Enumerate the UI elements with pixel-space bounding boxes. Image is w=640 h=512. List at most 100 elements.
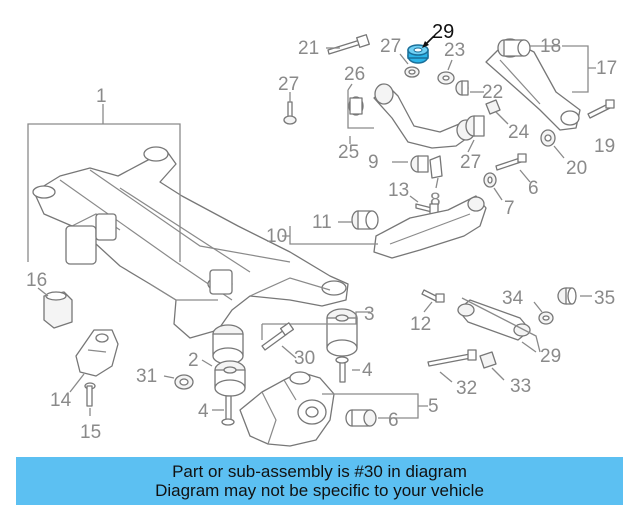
callout-23: 22: [482, 82, 503, 103]
callout-7: 6: [528, 178, 539, 199]
callout-arrow-30: [422, 41, 429, 48]
callout-10: 9: [368, 152, 379, 173]
nut-24-drawing: [437, 71, 455, 85]
callout-bracket-8: [493, 187, 503, 201]
callout-12: 11: [312, 212, 332, 233]
bushing-37-drawing: [557, 287, 577, 305]
callout-bracket-35: [491, 367, 505, 381]
bolt-4-lower-drawing: [221, 395, 235, 426]
washer-8-drawing: [483, 172, 497, 188]
callout-37: 35: [594, 288, 615, 309]
callout-26: 25: [338, 142, 359, 163]
callout-27-upper: 26: [344, 64, 365, 85]
callout-4-lower: 4: [198, 401, 209, 422]
callout-bracket-29: [399, 53, 409, 65]
callout-bracket-17: [37, 287, 49, 297]
bushing-17-drawing: [43, 291, 73, 329]
callout-9: 8: [430, 190, 441, 211]
callout-2: 2: [188, 350, 199, 371]
bolt-32-drawing: [261, 322, 295, 351]
callout-28: 27: [278, 74, 299, 95]
washer-29-drawing: [404, 66, 420, 78]
bolt-28-drawing: [283, 101, 297, 125]
callout-bracket-11: [282, 226, 378, 245]
bolt-7-drawing: [495, 153, 527, 171]
bolt-20-drawing: [587, 99, 615, 119]
callout-bracket-25: [495, 111, 509, 125]
callout-bracket-24: [447, 59, 453, 71]
callout-25: 24: [508, 122, 530, 143]
callout-8: 7: [504, 198, 515, 219]
callout-4-upper: 4: [362, 360, 373, 381]
callout-6: 6: [388, 410, 399, 431]
callout-30: 29: [432, 21, 454, 43]
bushing-10-drawing: [410, 155, 429, 173]
callout-17: 16: [26, 270, 47, 291]
callout-bracket-13: [423, 301, 433, 313]
bolt-13-drawing: [421, 289, 445, 303]
info-banner: Part or sub-assembly is #30 in diagram D…: [16, 457, 623, 505]
bushing-27-lower-drawing: [465, 115, 485, 137]
bushing-2-drawing: [212, 324, 246, 397]
bolt-4-upper-drawing: [335, 356, 349, 383]
banner-line-1: Part or sub-assembly is #30 in diagram: [172, 462, 467, 481]
callout-bracket-27b: [467, 139, 475, 153]
callout-22: 21: [298, 38, 319, 59]
callout-20: 19: [594, 136, 615, 157]
nut-35-drawing: [479, 351, 497, 369]
callout-11: 10: [266, 226, 287, 247]
banner-line-2: Diagram may not be specific to your vehi…: [155, 481, 484, 500]
callout-34: 32: [456, 378, 477, 399]
clip-25-drawing: [485, 99, 501, 115]
callout-bracket-5: [322, 393, 428, 419]
washer-36-drawing: [538, 311, 554, 325]
callout-33: 31: [136, 366, 157, 387]
bushing-27-upper-drawing: [348, 96, 364, 116]
callout-27-lower: 27: [460, 152, 481, 173]
bushing-23-drawing: [455, 80, 469, 96]
callout-bracket-32: [281, 345, 297, 359]
callout-1: 1: [96, 86, 107, 107]
callout-31: 29: [540, 346, 561, 367]
mount-15-drawing: [75, 329, 119, 377]
callout-bracket-1: [27, 104, 181, 262]
callout-bracket-2: [201, 359, 213, 367]
callout-bracket-27a: [347, 83, 374, 129]
callout-18: 17: [596, 58, 617, 79]
bushing-19-drawing: [497, 39, 531, 57]
arm-26-drawing: [373, 83, 476, 149]
callout-bracket-9: [435, 177, 439, 189]
callout-15: 14: [50, 390, 72, 411]
bolt-34-drawing: [427, 349, 477, 367]
bushing-3-drawing: [326, 308, 358, 357]
bushing-12-drawing: [351, 210, 379, 230]
bushing-6-drawing: [345, 409, 377, 427]
callout-bracket-36: [533, 301, 543, 313]
callout-bracket-33: [163, 375, 175, 379]
callout-14: 13: [388, 180, 409, 201]
bracket-9-drawing: [429, 155, 443, 179]
nut-33-drawing: [174, 374, 194, 390]
callout-bracket-14: [409, 195, 419, 203]
callout-32: 30: [294, 348, 315, 369]
callout-21: 20: [566, 158, 587, 179]
callout-13: 12: [410, 314, 431, 335]
bolt-22-drawing: [327, 34, 370, 55]
callout-36: 34: [502, 288, 524, 309]
bolt-16-drawing: [84, 382, 96, 407]
callout-29: 27: [380, 36, 401, 57]
lower-arm-11-drawing: [373, 195, 487, 259]
callout-16: 15: [80, 422, 101, 443]
subframe-drawing: [32, 146, 349, 339]
callout-bracket-18: [562, 45, 596, 93]
callout-5: 5: [428, 396, 439, 417]
callout-3: 3: [364, 304, 375, 325]
callout-35: 33: [510, 376, 531, 397]
callout-bracket-34: [439, 371, 453, 383]
part-30-highlighted-drawing: [407, 44, 429, 64]
callout-bracket-3: [261, 311, 370, 340]
callout-19: 18: [540, 36, 561, 57]
callout-bracket-7: [519, 169, 531, 183]
callout-bracket-21: [553, 145, 565, 159]
